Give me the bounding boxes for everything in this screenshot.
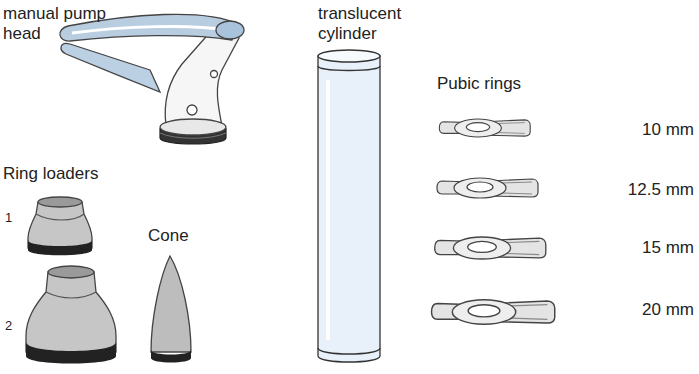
translucent-cylinder [318, 50, 380, 362]
pubic-rings [432, 119, 555, 324]
callout-number: 1 [5, 208, 25, 228]
group-label: Pubic rings [437, 74, 577, 94]
ring-loader-2 [26, 266, 116, 364]
dimension-label: 10 mm [594, 120, 694, 140]
dimension-label: 20 mm [594, 300, 694, 320]
callout-number: 2 [5, 316, 25, 336]
part-label: translucent cylinder [318, 4, 428, 44]
cone [151, 256, 191, 363]
group-label: Ring loaders [3, 164, 143, 184]
part-label: Cone [148, 226, 228, 246]
part-label: manual pump head [3, 4, 123, 44]
ring-loader-1 [28, 197, 92, 255]
dimension-label: 12.5 mm [594, 180, 694, 200]
pump-head [60, 14, 244, 144]
dimension-label: 15 mm [594, 238, 694, 258]
